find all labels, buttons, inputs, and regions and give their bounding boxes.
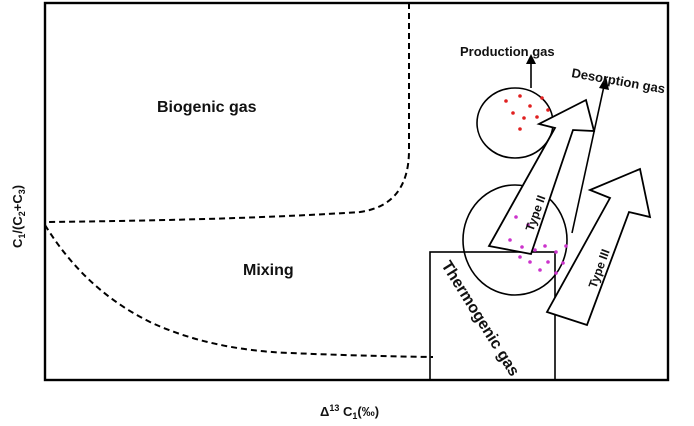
sample-point [546, 260, 550, 264]
thermogenic-gas-label: Thermogenic gas [438, 258, 523, 379]
y-label-c1-sub: 1 [17, 234, 27, 239]
y-label-c1: C [10, 238, 25, 248]
desorption-arrow-line [571, 85, 605, 234]
type-ii-arrow [487, 98, 596, 256]
x-axis-label: Δ13 C1(‰) [320, 403, 379, 421]
desorption-gas-circle [462, 184, 568, 296]
x-label-unit: (‰) [357, 404, 379, 419]
sample-point [526, 223, 530, 227]
production-gas-points [504, 94, 550, 131]
biogenic-boundary [44, 3, 410, 223]
mixing-boundary [44, 224, 434, 358]
thermogenic-box [429, 251, 556, 381]
sample-point [528, 104, 532, 108]
mixing-label: Mixing [243, 262, 294, 279]
x-label-sub: 1 [352, 411, 357, 421]
sample-point [554, 271, 558, 275]
production-arrow-head [526, 54, 536, 64]
y-axis-label: C1/(C2+C3) [10, 185, 27, 248]
sample-point [514, 215, 518, 219]
x-label-delta: Δ [320, 404, 329, 419]
y-label-c2-sub: 2 [17, 211, 27, 216]
sample-point [508, 238, 512, 242]
plot-frame [43, 1, 670, 382]
type-iii-arrow [545, 167, 652, 327]
sample-point [538, 268, 542, 272]
x-label-sup: 13 [329, 403, 339, 413]
sample-point [564, 244, 568, 248]
sample-point [504, 99, 508, 103]
y-label-mid: /(C [10, 216, 25, 234]
sample-point [522, 116, 526, 120]
desorption-gas-points [508, 215, 568, 275]
sample-point [518, 127, 522, 131]
x-label-base: C [339, 404, 353, 419]
sample-point [533, 248, 537, 252]
desorption-arrow-head [599, 76, 609, 90]
biogenic-gas-label: Biogenic gas [157, 99, 257, 116]
sample-point [528, 260, 532, 264]
y-label-plus: +C [10, 194, 25, 212]
sample-point [518, 255, 522, 259]
sample-point [554, 250, 558, 254]
sample-point [540, 96, 544, 100]
desorption-gas-label: Desorption gas [570, 65, 666, 96]
sample-point [511, 111, 515, 115]
sample-point [535, 115, 539, 119]
sample-point [518, 94, 522, 98]
y-label-c3-sub: 3 [17, 189, 27, 194]
sample-point [543, 244, 547, 248]
sample-point [546, 108, 550, 112]
sample-point [520, 245, 524, 249]
production-gas-label: Production gas [460, 44, 555, 59]
y-label-close: ) [10, 185, 25, 189]
sample-point [561, 261, 565, 265]
